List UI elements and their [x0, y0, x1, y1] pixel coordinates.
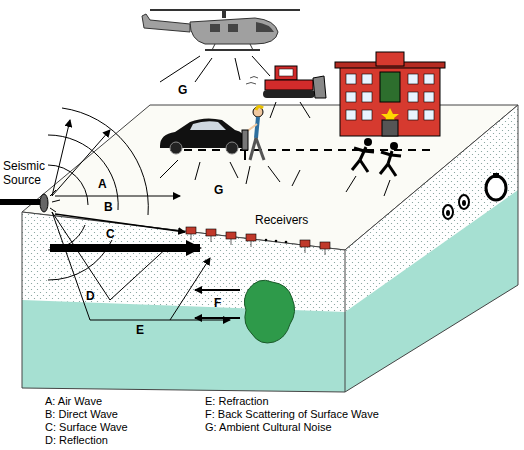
key-line: B: Direct Wave: [45, 408, 118, 421]
key-line: C: Surface Wave: [45, 421, 128, 434]
side-symbol: [462, 200, 466, 206]
receiver-dots: [265, 239, 288, 244]
scatterer: [244, 280, 294, 343]
ray: [52, 120, 70, 196]
side-symbol: [486, 176, 506, 200]
box-edge: [345, 250, 346, 392]
receivers: [186, 227, 330, 255]
wavefront: [62, 108, 148, 215]
air-wave-arrow: [55, 196, 180, 197]
worker: [242, 106, 264, 160]
ray: [52, 130, 110, 196]
car: [160, 118, 246, 154]
building: [335, 52, 445, 136]
wave-letter: C: [106, 228, 115, 242]
side-symbol: [493, 173, 499, 178]
wave-letter: F: [214, 297, 221, 311]
key-line: E: Refraction: [205, 395, 269, 408]
ground-side-lower: [345, 190, 518, 392]
key-line: F: Back Scattering of Surface Wave: [205, 408, 379, 421]
ground-front-upper: [22, 212, 345, 312]
wave-letter: E: [136, 324, 144, 338]
bulldozer: [246, 66, 326, 98]
wave-letter: A: [98, 178, 107, 192]
box-outline: [22, 105, 518, 392]
scatter-arrow: [195, 317, 240, 319]
source-label: Seismic Source: [3, 160, 65, 188]
wavefront: [48, 165, 88, 205]
side-symbol: [446, 210, 450, 216]
source-hammer: [0, 199, 40, 205]
reflection-ray: [52, 212, 170, 300]
wave-letter: B: [104, 201, 113, 215]
wavefront: [48, 135, 118, 210]
key-line: A: Air Wave: [45, 395, 102, 408]
refraction-arrow: [90, 320, 230, 321]
receivers-label: Receivers: [255, 214, 308, 228]
noise-letter: G: [214, 184, 223, 198]
direct-wave-arrow: [55, 214, 185, 232]
wave-letter: D: [86, 290, 95, 304]
side-symbol: [459, 195, 469, 209]
children: [352, 138, 401, 176]
helicopter: [142, 10, 300, 50]
ground-front-lower: [22, 300, 345, 392]
noise-lines: [160, 56, 270, 82]
side-symbol: [443, 205, 453, 219]
noise-letter: G: [178, 84, 187, 98]
scatter-arrow: [195, 289, 240, 291]
noise-lines: [160, 102, 390, 196]
source-plate: [40, 194, 48, 212]
key-line: G: Ambient Cultural Noise: [205, 421, 332, 434]
key-line: D: Reflection: [45, 434, 108, 447]
refraction-ray: [52, 212, 90, 320]
surface-wave-arrow: [50, 244, 200, 252]
